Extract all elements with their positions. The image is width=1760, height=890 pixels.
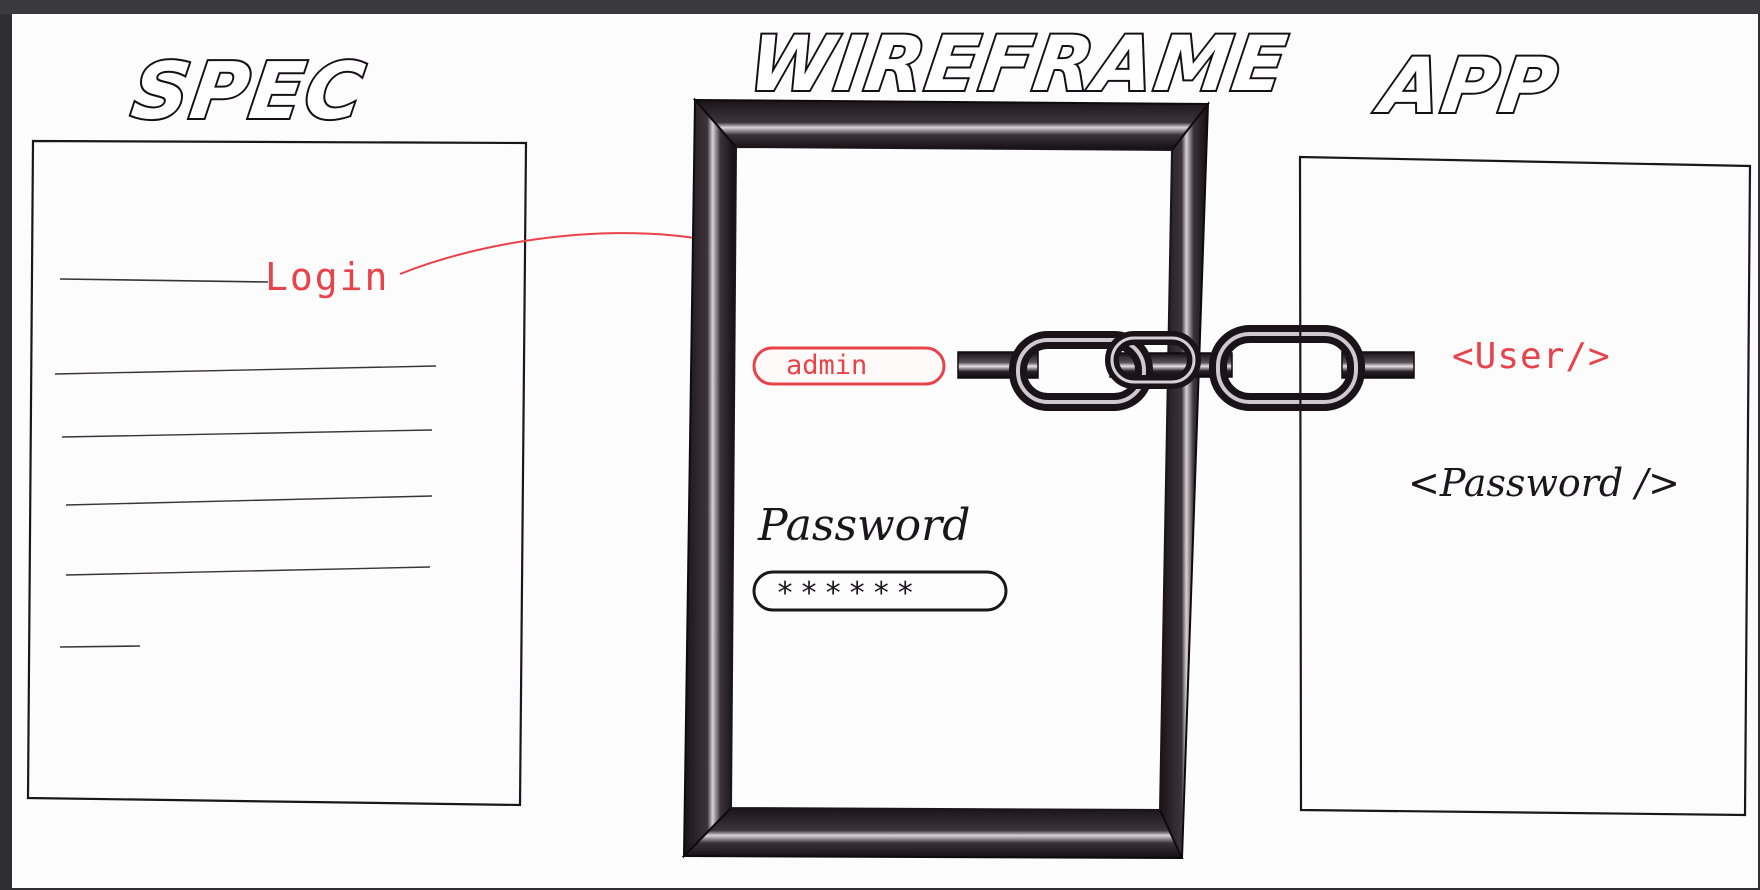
spec-login-label: Login xyxy=(265,255,389,299)
chain-link-1-highlight xyxy=(1016,338,1146,404)
chain-link-2-highlight xyxy=(1110,336,1196,384)
app-document xyxy=(1298,155,1752,817)
app-column: APP <User/> <Password /> xyxy=(1298,40,1752,817)
wireframe-frame-bottom xyxy=(681,806,1184,860)
app-user-tag: <User/> xyxy=(1452,336,1611,377)
spec-column: SPEC Login xyxy=(26,44,528,807)
app-title: APP xyxy=(1371,42,1565,131)
spec-text-line xyxy=(65,495,433,506)
chain-link-3-highlight xyxy=(1216,332,1358,404)
username-field[interactable] xyxy=(752,346,946,386)
password-field-value: ****** xyxy=(776,576,920,611)
spec-text-line xyxy=(59,278,269,283)
spec-text-line xyxy=(61,429,433,438)
spec-title: SPEC xyxy=(127,46,372,137)
spec-document xyxy=(26,139,528,807)
username-field-value: admin xyxy=(786,350,867,381)
app-password-tag: <Password /> xyxy=(1408,461,1680,505)
chain-link-icon xyxy=(957,325,1415,411)
wireframe-column: WIREFRAME admin Password ****** xyxy=(681,18,1295,860)
spec-text-line xyxy=(59,645,141,648)
password-field[interactable] xyxy=(752,570,1008,612)
wireframe-title: WIREFRAME xyxy=(744,20,1294,109)
spec-text-line xyxy=(65,566,431,576)
wireframe-frame-top xyxy=(692,98,1211,152)
password-label: Password xyxy=(757,500,970,551)
window-top-bar xyxy=(0,0,1760,14)
wireframe-screen xyxy=(729,145,1174,812)
spec-text-line xyxy=(54,365,437,375)
